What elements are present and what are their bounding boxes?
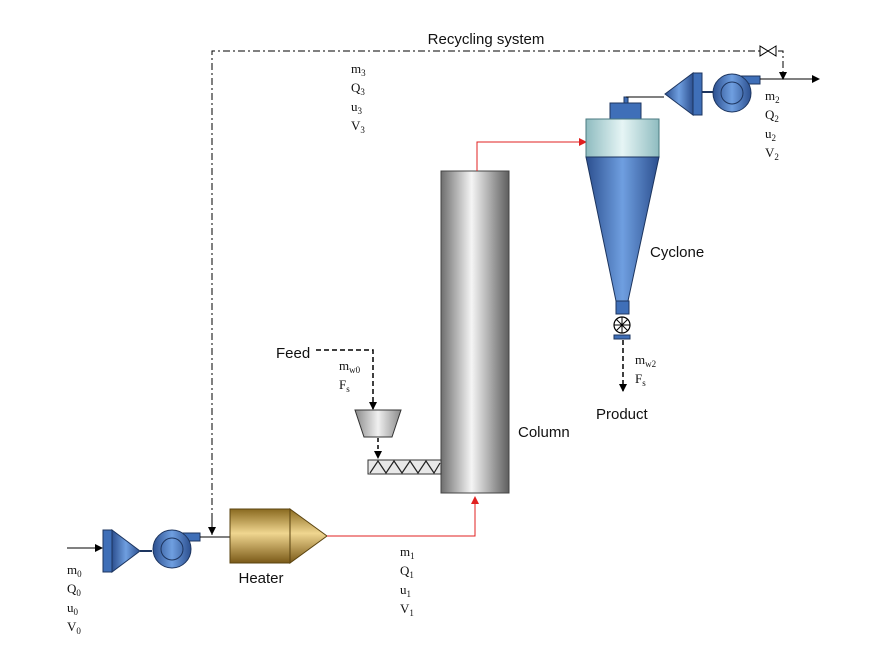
variable-m-w0: mw0 (339, 358, 361, 375)
variable-q-3: Q3 (351, 80, 365, 97)
variable-u-3: u3 (351, 99, 363, 116)
cyclone-label: Cyclone (650, 244, 704, 261)
heater-label: Heater (238, 570, 283, 587)
exhaust-fan-icon (664, 72, 713, 116)
recycle-line (211, 50, 787, 535)
heater-icon (229, 508, 328, 564)
variable-u-0: u0 (67, 600, 79, 617)
variable-v-0: V0 (67, 619, 81, 636)
column-outlet-line (476, 138, 587, 171)
feed-line (316, 349, 377, 410)
variable-f-s: Fs (339, 377, 350, 394)
rotary-valve-icon (613, 316, 631, 340)
variable-q-2: Q2 (765, 107, 779, 124)
hot-air-line (327, 496, 479, 537)
variable-v-3: V3 (351, 118, 365, 135)
variable-m-w2: mw2 (635, 352, 656, 369)
recycling-system-label: Recycling system (428, 31, 545, 48)
feed-label: Feed (276, 345, 310, 362)
exhaust-blower-icon (712, 73, 761, 113)
product-label: Product (596, 406, 649, 423)
recycle-valve-icon (759, 45, 777, 57)
variable-f-s: Fs (635, 371, 646, 388)
variable-q-0: Q0 (67, 581, 81, 598)
variable-v-2: V2 (765, 145, 779, 162)
inlet-fan-icon (102, 529, 152, 573)
variable-m-1: m1 (400, 544, 415, 561)
variable-m-3: m3 (351, 61, 366, 78)
column-label: Column (518, 424, 570, 441)
cyclone-icon (585, 96, 660, 315)
variable-m-2: m2 (765, 88, 780, 105)
column-icon (440, 170, 510, 494)
feed-hopper-icon (354, 409, 402, 438)
screw-feeder-icon (367, 459, 442, 475)
variable-u-1: u1 (400, 582, 411, 599)
variable-m-0: m0 (67, 562, 82, 579)
variable-q-1: Q1 (400, 563, 414, 580)
variable-v-1: V1 (400, 601, 414, 618)
variable-u-2: u2 (765, 126, 776, 143)
inlet-blower-icon (152, 529, 201, 569)
